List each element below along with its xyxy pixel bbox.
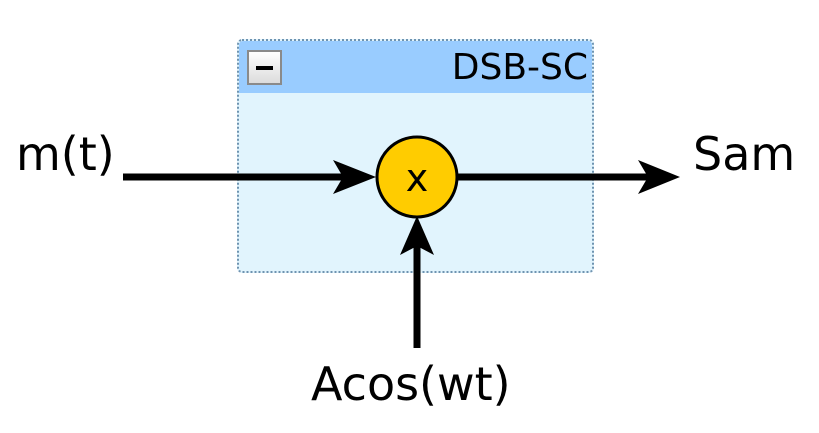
minus-icon — [256, 65, 273, 70]
multiplier-symbol: x — [406, 156, 429, 200]
carrier-arrowhead — [400, 216, 434, 255]
output-arrowhead — [638, 160, 680, 194]
input-arrowhead — [333, 160, 376, 194]
group-title: DSB-SC — [451, 47, 588, 88]
multiplier-circle[interactable] — [375, 135, 459, 219]
group-header[interactable]: DSB-SC — [239, 41, 592, 93]
input-label: m(t) — [16, 127, 115, 181]
multiplier-node[interactable]: x — [375, 135, 459, 219]
collapse-button[interactable] — [247, 50, 282, 85]
output-label: Sam — [693, 127, 796, 181]
carrier-label: Acos(wt) — [311, 357, 511, 411]
dsb-sc-group[interactable]: DSB-SC — [237, 39, 594, 273]
